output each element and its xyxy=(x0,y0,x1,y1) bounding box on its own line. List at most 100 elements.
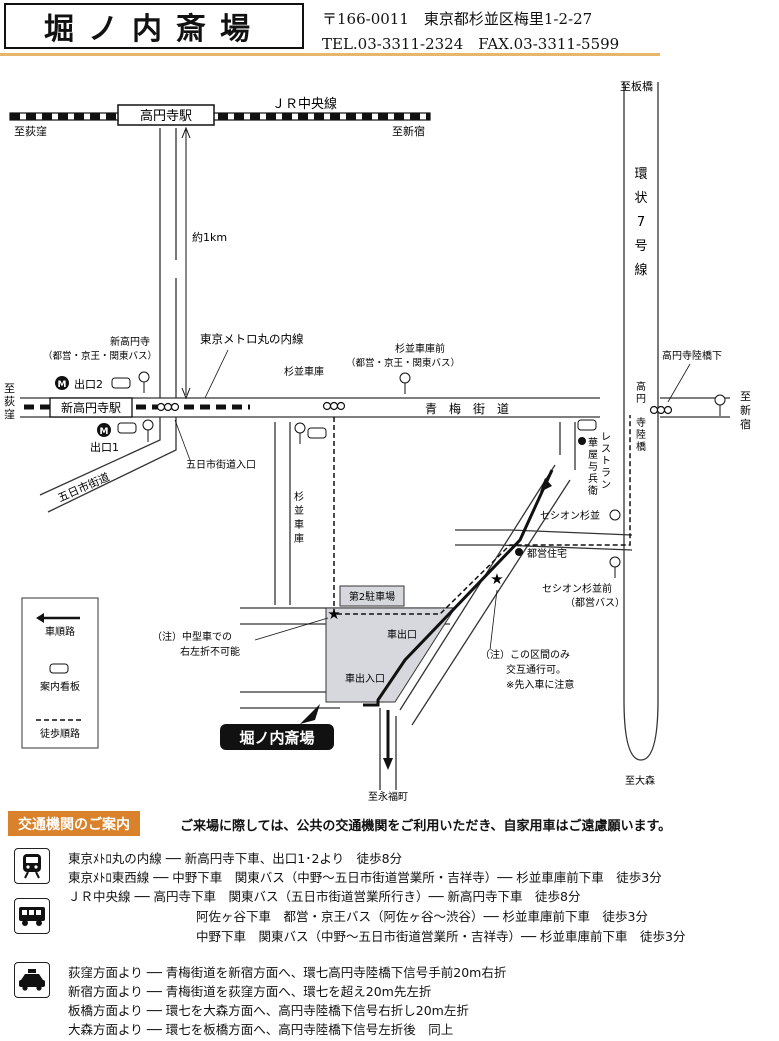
metro-exit-icons: M M xyxy=(55,376,111,437)
svg-text:ス: ス xyxy=(601,444,611,455)
svg-text:並: 並 xyxy=(294,504,304,517)
traffic-light-icons xyxy=(156,401,673,415)
svg-text:線: 線 xyxy=(634,262,647,278)
distance-label: 約1km xyxy=(192,230,227,244)
svg-text:状: 状 xyxy=(634,191,647,206)
svg-text:華: 華 xyxy=(588,437,598,449)
right-shinjuku-1: 新 xyxy=(740,403,751,417)
note-right-1: （注）この区間のみ xyxy=(480,648,570,661)
svg-text:与: 与 xyxy=(588,461,598,473)
car-route-3: 板橋方面より ── 環七を大森方面へ、高円寺陸橋下信号右折し20m左折 xyxy=(68,1003,469,1018)
transit-note: ご来場に際しては、公共の交通機関をご利用いただき、自家用車はご遠慮願います。 xyxy=(180,819,672,834)
koenji-road xyxy=(159,128,177,398)
to-omori: 至大森 xyxy=(625,774,655,787)
header-rule xyxy=(0,53,660,56)
svg-text:ラ: ラ xyxy=(601,467,611,479)
svg-text:高: 高 xyxy=(636,380,646,393)
kanjo7-road xyxy=(623,82,659,761)
car-route-2: 新宿方面より ── 青梅街道を荻窪方面へ、環七を超え20m先左折 xyxy=(68,984,432,999)
note-right-2: 交互通行可。 xyxy=(506,663,566,676)
right-to: 至 xyxy=(740,390,751,403)
suginami-shako-label: 杉並車庫 xyxy=(284,365,324,378)
left-to: 至 xyxy=(4,382,15,395)
entrance-exit-car-label: 車出入口 xyxy=(345,672,385,685)
svg-text:M: M xyxy=(58,380,67,390)
phone-fax: TEL.03-3311-2324 FAX.03-3311-5599 xyxy=(322,35,620,53)
itsukaichi-entrance-label: 五日市街道入口 xyxy=(186,458,256,471)
bus-stop-icons xyxy=(138,371,726,578)
bus-icon xyxy=(14,898,50,934)
car-route xyxy=(363,469,554,707)
train-icon xyxy=(14,848,50,884)
caution-star-left: ★ xyxy=(327,605,340,623)
shinkoenji-bus-stop: 新高円寺 xyxy=(110,335,150,348)
svg-text:号: 号 xyxy=(634,239,647,254)
seishion-mae-stop: セシオン杉並前 xyxy=(542,582,612,595)
taxi-icon xyxy=(14,962,50,998)
exit1-label: 出口1 xyxy=(90,440,119,454)
suginami-shako-road xyxy=(274,422,291,605)
svg-text:円: 円 xyxy=(636,394,646,405)
exit2-label: 出口2 xyxy=(74,377,103,391)
restaurant-marker xyxy=(578,437,586,445)
restaurant-label: レ ス ト ラ ン 華 屋 与 兵 衛 xyxy=(588,432,611,497)
shinkoenji-station-box xyxy=(49,397,133,418)
car-route-1: 荻窪方面より ── 青梅街道を新宿方面へ、環七高円寺陸橋下信号手前20m右折 xyxy=(68,965,507,980)
note-left-2: 右左折不可能 xyxy=(180,645,240,658)
caution-star-right: ★ xyxy=(490,570,503,588)
seishion-label: セシオン杉並 xyxy=(540,509,600,522)
roads xyxy=(20,82,730,790)
legend-sign: 案内看板 xyxy=(40,680,80,693)
note-right-3: ※先入車に注意 xyxy=(506,678,574,691)
svg-text:寺: 寺 xyxy=(636,417,646,429)
svg-text:衛: 衛 xyxy=(588,484,598,497)
koenji-rikkyo-shita: 高円寺陸橋下 xyxy=(662,349,722,362)
svg-text:ト: ト xyxy=(601,456,611,467)
transit-line-4: 阿佐ヶ谷下車 都営・京王バス（阿佐ヶ谷～渋谷）── 杉並車庫前下車 徒歩3分 xyxy=(196,909,648,924)
seishion-marker xyxy=(609,509,621,521)
venue-label-box xyxy=(220,724,334,750)
svg-text:レ: レ xyxy=(601,432,611,443)
suginami-shako-mae-operators: （都営・京王・関東バス） xyxy=(346,357,460,369)
page-title: 堀ノ内斎場 xyxy=(4,3,304,49)
metro-line-label: 東京メトロ丸の内線 xyxy=(200,332,304,346)
transit-line-2: 東京ﾒﾄﾛ東西線 ── 中野下車 関東バス（中野～五日市街道営業所・吉祥寺）──… xyxy=(68,870,662,885)
suginami-shako-mae-stop: 杉並車庫前 xyxy=(395,342,445,355)
toei-housing-label: 都営住宅 xyxy=(527,547,567,560)
to-eifukucho: 至永福町 xyxy=(368,790,408,803)
legend-car: 車順路 xyxy=(45,625,75,638)
diagonal-road xyxy=(399,464,571,726)
svg-text:環: 環 xyxy=(634,167,647,182)
svg-text:M: M xyxy=(100,427,109,437)
venue-grounds xyxy=(325,607,456,703)
to-itabashi: 至板橋 xyxy=(620,79,653,93)
transit-line-3: ＪＲ中央線 ── 高円寺下車 関東バス（五日市街道営業所行き）── 新高円寺下車… xyxy=(68,889,581,904)
itsukaichi-road xyxy=(39,417,177,513)
right-shinjuku-2: 宿 xyxy=(740,417,751,431)
parking2-label: 第2駐車場 xyxy=(349,590,395,603)
jr-line-label: ＪＲ中央線 xyxy=(272,96,337,112)
suginami-shako-vertical-label: 杉 並 車 庫 xyxy=(294,490,304,545)
transit-header: 交通機関のご案内 xyxy=(8,811,140,836)
svg-text:庫: 庫 xyxy=(294,532,304,545)
transit-line-1: 東京ﾒﾄﾛ丸の内線 ── 新高円寺下車、出口1･2より 徒歩8分 xyxy=(68,851,403,866)
title-text: 堀ノ内斎場 xyxy=(44,12,264,47)
koenji-rikkyo-label: 高 円 寺 陸 橋 xyxy=(636,380,646,453)
koenji-station-label: 高円寺駅 xyxy=(140,108,192,124)
transit-line-5: 中野下車 関東バス（中野～五日市街道営業所・吉祥寺）── 杉並車庫前下車 徒歩3… xyxy=(196,929,686,944)
svg-text:ン: ン xyxy=(601,480,611,491)
oume-kaido-label: 青 梅 街 道 xyxy=(425,401,509,416)
exit-car-label: 車出口 xyxy=(387,628,417,641)
car-route-4: 大森方面より ── 環七を板橋方面へ、高円寺陸橋下信号左折後 同上 xyxy=(68,1022,454,1037)
address: 〒166-0011 東京都杉並区梅里1-2-27 xyxy=(322,10,593,28)
kanjo7-label: 環 状 7 号 線 xyxy=(634,167,647,278)
svg-text:杉: 杉 xyxy=(294,490,304,503)
shinkoenji-bus-operators: （都営・京王・関東バス） xyxy=(43,350,157,362)
svg-text:陸: 陸 xyxy=(636,428,646,441)
note-left-1: （注）中型車での xyxy=(152,630,232,643)
svg-text:兵: 兵 xyxy=(588,472,598,485)
shinkoenji-station-label: 新高円寺駅 xyxy=(61,400,121,415)
parking2-box xyxy=(339,585,405,607)
legend-walk: 徒歩順路 xyxy=(40,727,80,740)
toei-housing-marker xyxy=(515,548,523,556)
